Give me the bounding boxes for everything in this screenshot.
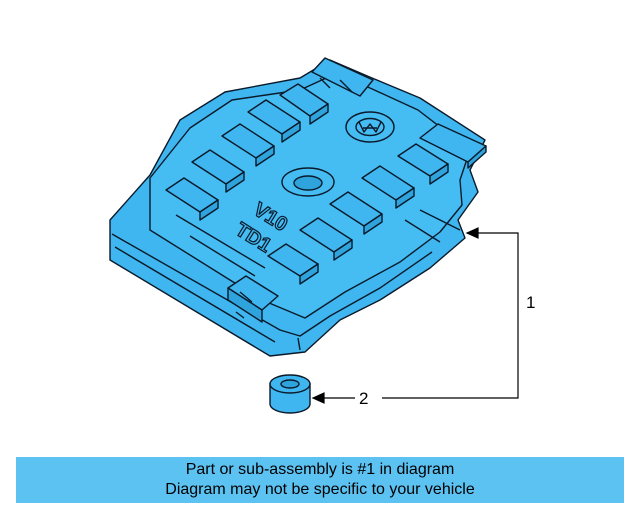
callout-1-mask <box>520 292 544 312</box>
brand-logo-ring <box>355 117 385 137</box>
rear-tab-inner <box>319 77 353 93</box>
front-nose-side <box>227 287 263 323</box>
left-coil-bumps <box>165 83 329 221</box>
callout-leaders <box>311 227 519 404</box>
callout-label-2[interactable]: 2 <box>359 389 368 408</box>
banner-line-1: Part or sub-assembly is #1 in diagram <box>185 461 455 478</box>
callout-label-1[interactable]: 1 <box>526 293 535 312</box>
brand-logo-mark <box>358 121 382 133</box>
front-nose-slot <box>235 291 253 319</box>
right-tab-side <box>467 145 487 169</box>
rear-tab <box>311 57 374 97</box>
cover-surface-lines <box>175 209 461 277</box>
info-banner: Part or sub-assembly is #1 in diagram Di… <box>16 457 624 503</box>
right-coil-bumps <box>267 143 449 285</box>
engine-cover[interactable] <box>109 57 487 357</box>
grommet-hole <box>280 379 300 389</box>
grommet-part[interactable] <box>269 374 311 414</box>
oil-filler-hole-inner <box>293 175 323 191</box>
banner-line-2: Diagram may not be specific to your vehi… <box>165 481 475 498</box>
parts-diagram: V10 TD1 1 2 <box>109 57 544 414</box>
